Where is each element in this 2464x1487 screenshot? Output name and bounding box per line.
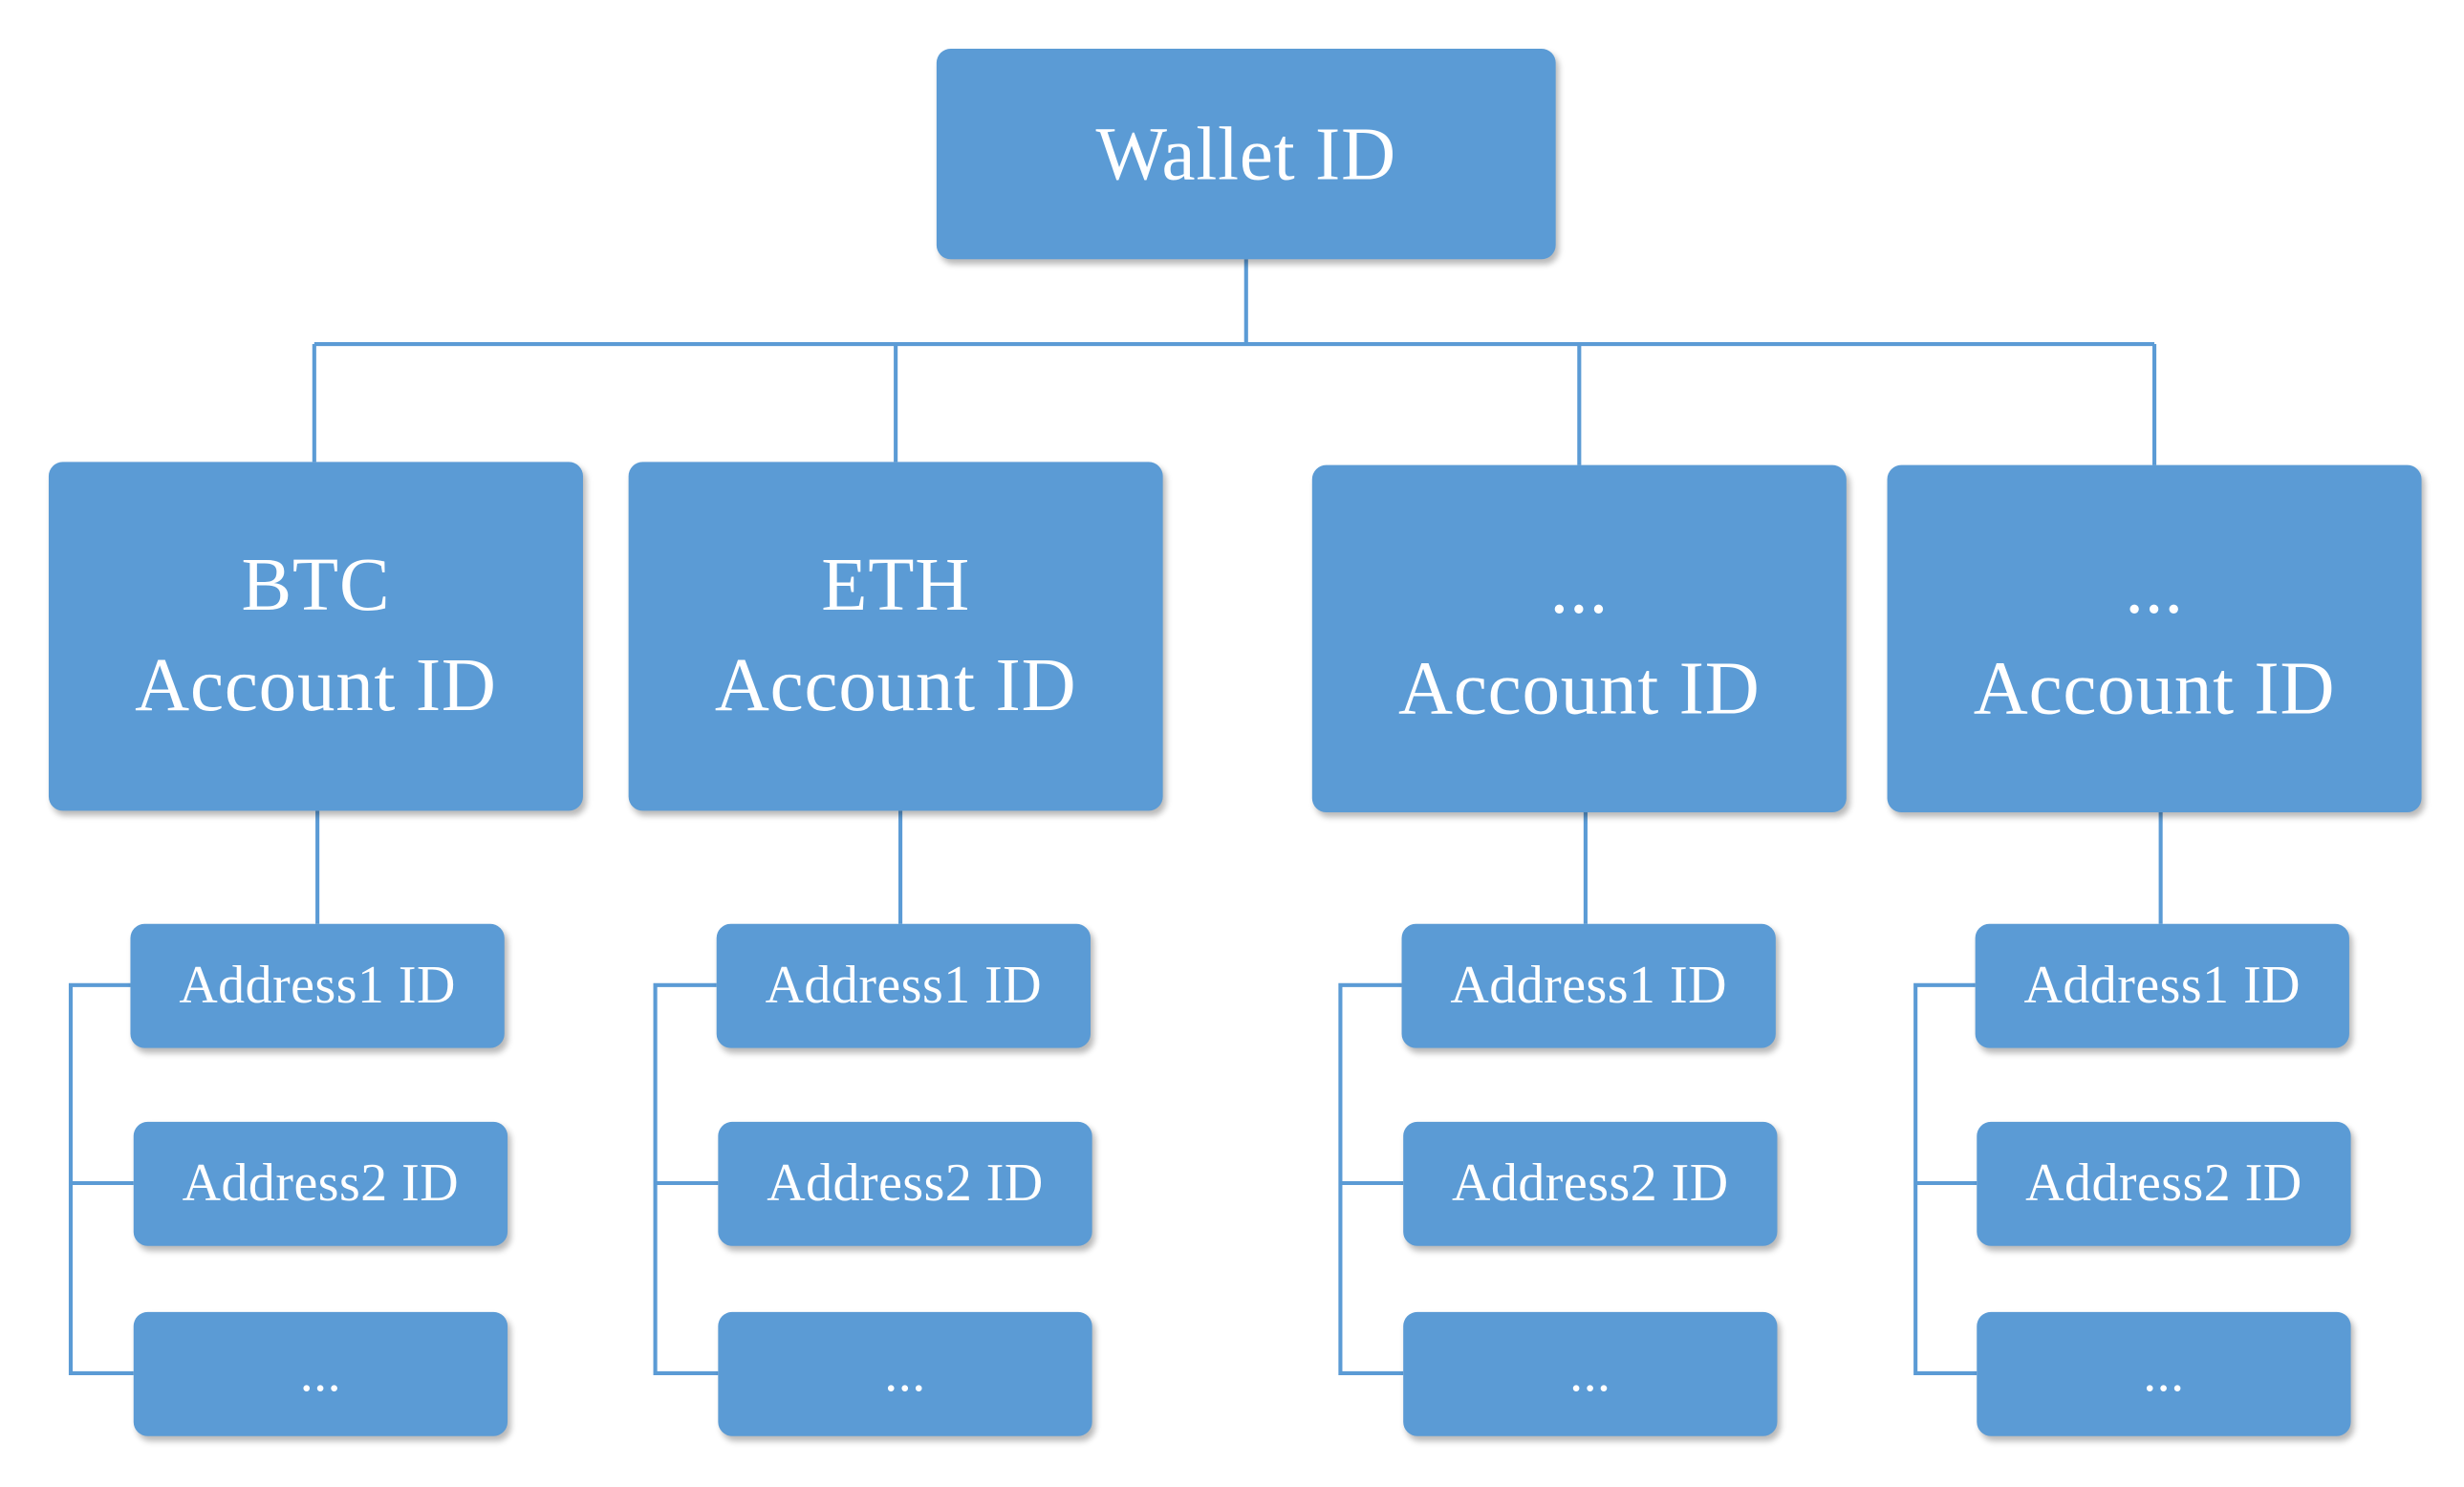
account-coin: ETH (821, 543, 971, 627)
address-node: Address1 ID (716, 923, 1092, 1048)
account-label: Account ID (714, 644, 1077, 728)
address-node: ... (1403, 1311, 1778, 1436)
address-label: ... (299, 1344, 342, 1403)
address-node: ... (718, 1311, 1092, 1436)
account-coin: ... (2125, 546, 2184, 630)
account-label: Account ID (135, 644, 497, 728)
address-node: ... (133, 1311, 508, 1436)
address-label: Address2 ID (1452, 1153, 1729, 1213)
address-bracket-4 (1913, 982, 1978, 1375)
address-label: Address1 ID (1450, 956, 1727, 1015)
account-coin: BTC (241, 543, 391, 627)
account-node-4: ... Account ID (1887, 464, 2422, 812)
address-node: Address1 ID (1975, 923, 2349, 1048)
address-label: Address2 ID (2025, 1153, 2302, 1213)
address-bracket-btc (68, 982, 134, 1375)
address-node: Address2 ID (1403, 1121, 1778, 1246)
account-node-3: ... Account ID (1311, 464, 1847, 812)
address-label: Address1 ID (179, 956, 456, 1015)
address-bracket-eth (653, 982, 719, 1375)
address-node: Address1 ID (130, 923, 505, 1048)
address-node: Address1 ID (1401, 923, 1776, 1048)
account-node-eth: ETH Account ID (628, 462, 1163, 811)
address-node: Address2 ID (1977, 1121, 2351, 1246)
wallet-node: Wallet ID (936, 48, 1556, 260)
address-label: Address1 ID (765, 956, 1043, 1015)
wallet-label: Wallet ID (1095, 112, 1396, 196)
account-node-btc: BTC Account ID (48, 462, 583, 811)
address-label: Address1 ID (2023, 956, 2302, 1015)
account-label: Account ID (1973, 646, 2336, 730)
account-coin: ... (1549, 546, 1610, 630)
address-node: ... (1977, 1311, 2351, 1436)
address-label: Address2 ID (182, 1153, 460, 1213)
address-label: ... (2143, 1344, 2185, 1403)
address-label: Address2 ID (767, 1153, 1044, 1213)
address-bracket-3 (1338, 982, 1404, 1375)
account-label: Account ID (1398, 646, 1761, 730)
address-label: ... (1569, 1344, 1611, 1403)
address-node: Address2 ID (718, 1121, 1092, 1246)
address-node: Address2 ID (133, 1121, 508, 1246)
address-label: ... (884, 1344, 926, 1403)
